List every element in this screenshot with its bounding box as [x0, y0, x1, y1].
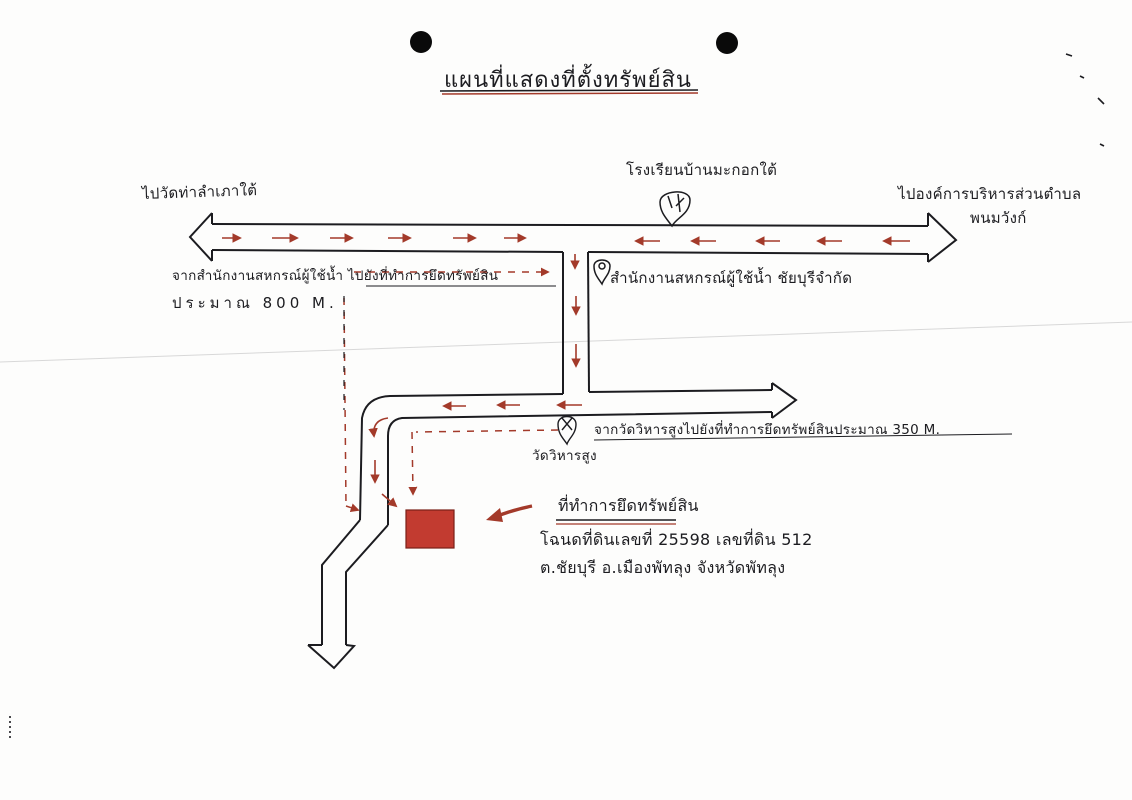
- punch-hole-left: [410, 31, 432, 53]
- school-label: โรงเรียนบ้านมะกอกใต้: [626, 161, 778, 179]
- margin-marks: [9, 53, 1105, 740]
- distance-underline-temple: [593, 433, 1013, 441]
- punch-hole-right: [716, 32, 738, 54]
- property-location-label: ต.ชัยบุรี อ.เมืองพัทลุง จังหวัดพัทลุง: [540, 558, 786, 577]
- distance-from-office-value: ประมาณ 800 M.: [172, 294, 338, 312]
- route-dashes: [343, 267, 559, 512]
- property-heading: ที่ทำการยึดทรัพย์สิน: [558, 496, 699, 515]
- south-road: [307, 519, 389, 670]
- distance-from-office-label: จากสำนักงานสหกรณ์ผู้ใช้น้ำ ไปยังที่ทำการ…: [172, 268, 499, 284]
- temple-marker-icon: [557, 415, 577, 446]
- title-underline-red: [441, 92, 699, 95]
- office-label: สำนักงานสหกรณ์ผู้ใช้น้ำ ชัยบุรีจำกัด: [610, 269, 853, 287]
- traffic-arrows: [222, 233, 910, 508]
- temple-label: วัดวิหารสูง: [532, 448, 597, 464]
- school-marker-icon: [659, 191, 691, 228]
- east-destination-label-line1: ไปองค์การบริหารส่วนตำบล: [898, 185, 1082, 203]
- east-destination-label-line2: พนมวังก์: [970, 209, 1027, 227]
- temple-distance-label: จากวัดวิหารสูงไปยังที่ทำการยึดทรัพย์สินป…: [594, 422, 941, 438]
- title-underline: [439, 89, 699, 92]
- map-title: แผนที่แสดงที่ตั้งทรัพย์สิน: [444, 68, 692, 93]
- main-road: [188, 212, 958, 263]
- connector-road: [562, 251, 590, 394]
- office-marker-icon: [593, 259, 611, 286]
- west-destination-label: ไปวัดท่าลำเภาใต้: [141, 180, 258, 204]
- property-parcel: [405, 509, 455, 549]
- lower-road: [359, 382, 798, 525]
- property-deed-label: โฉนดที่ดินเลขที่ 25598 เลขที่ดิน 512: [540, 530, 813, 549]
